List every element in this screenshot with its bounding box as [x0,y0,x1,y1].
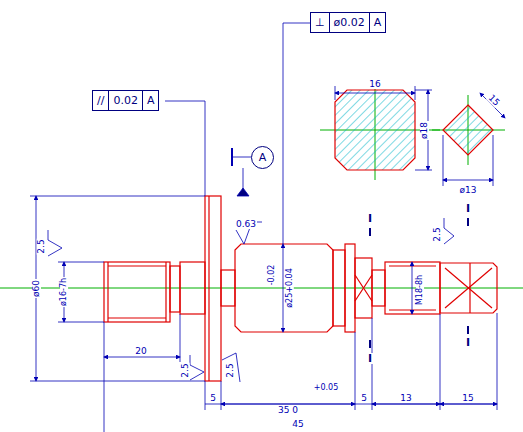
tolerance-frame: //0.02A [92,90,159,111]
dimension-text: 5 [360,394,368,403]
section-mark: I [465,337,471,348]
dimension-text: -0.02 [268,264,276,287]
section-mark: I [367,213,373,224]
dimension-text: 35 0 [277,406,299,415]
dimension-text: ø13 [459,186,478,195]
dimension-text: M18-8h [416,274,424,306]
dimension-text: 5 [209,394,217,403]
dimension-text: 2.5 [180,362,189,378]
dimension-text: 2.5 [225,362,234,378]
frame-cell: // [93,91,109,110]
dimension-text: ø16-7h [60,277,68,307]
dimension-text: 0.63 [235,220,257,229]
frame-cell: ø0.02 [330,13,370,32]
dimension-text: +0.05 [313,384,340,392]
dimension-text: 45 [291,420,304,429]
dimension-text: 20 [134,347,147,356]
dimension-text: 2.5 [36,238,45,254]
frame-cell: A [259,151,267,164]
frame-cell: A [143,91,159,110]
frame-cell: A [370,13,386,32]
section-mark: I [367,353,373,364]
dimension-text: 13 [399,394,412,403]
dimension-text: 2.5 [432,226,441,242]
dimension-text: ø60 [32,279,41,298]
frame-cell: ⊥ [311,13,330,32]
dimension-text: ø18 [420,121,429,140]
datum-circle: A [251,146,274,169]
dimension-text: 15 [461,394,474,403]
tolerance-frame: ⊥ø0.02A [310,12,386,33]
section-mark: I [465,203,471,214]
dimension-text: 15 [486,92,502,108]
dimension-text: 16 [368,80,381,89]
dimension-text: ø25+0.04 [286,267,294,309]
frame-cell: 0.02 [109,91,143,110]
